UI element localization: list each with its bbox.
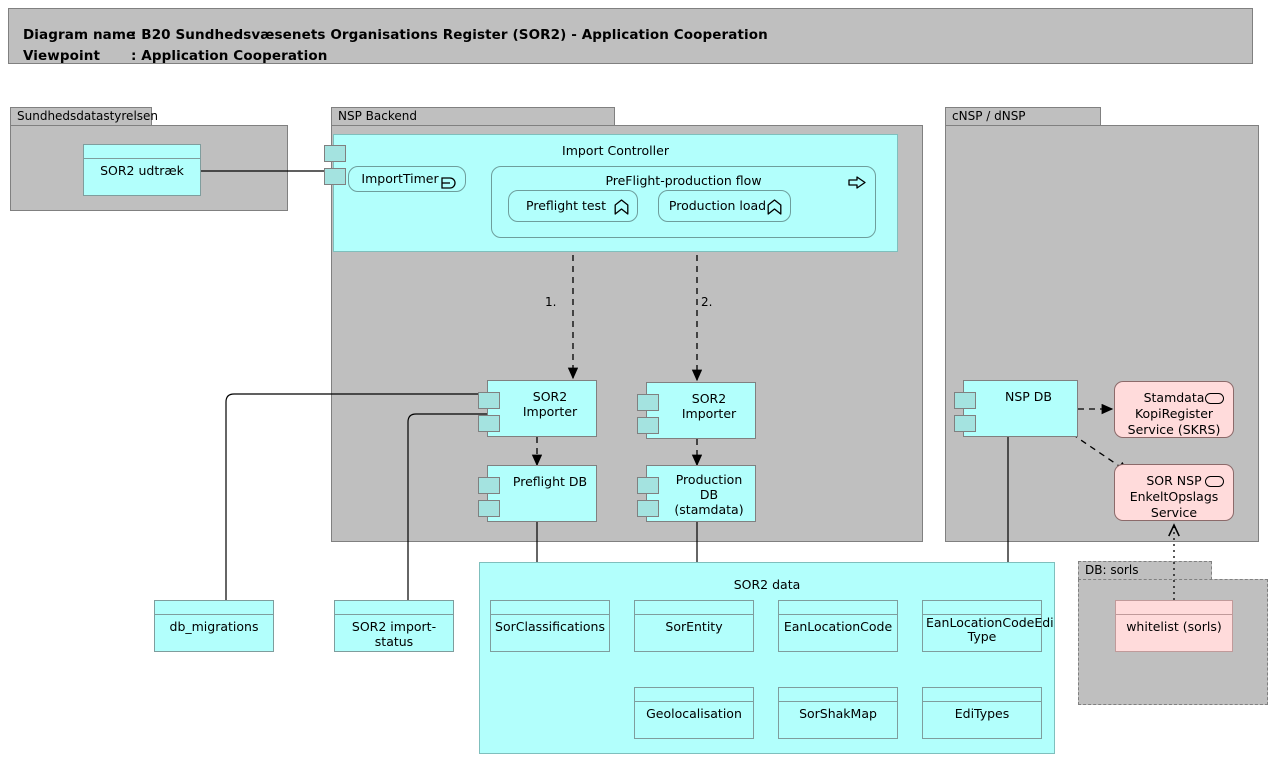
application-service-skrs[interactable]: Stamdata KopiRegister Service (SKRS) — [1114, 381, 1234, 438]
production-load-label: Production load — [668, 198, 767, 213]
group-label-cnsp-dnsp: cNSP / dNSP — [945, 107, 1101, 126]
port-importer1-2 — [478, 415, 500, 432]
application-process-icon — [848, 174, 866, 193]
sor2-data-title: SOR2 data — [733, 577, 801, 592]
skrs-line3: Service (SKRS) — [1127, 422, 1221, 437]
entity-header-band-geolocalisation — [635, 688, 753, 702]
preflight-production-flow-title: PreFlight-production flow — [605, 173, 762, 188]
component-label-nsp-db: NSP DB — [1005, 389, 1052, 404]
entity-label-db-migrations: db_migrations — [169, 619, 259, 634]
entity-eanlocationcode[interactable]: EanLocationCode — [778, 600, 898, 652]
component-label-preflight-db: Preflight DB — [512, 474, 588, 489]
viewpoint-value: : Application Cooperation — [131, 48, 328, 64]
diagram-name-line: Diagram name: B20 Sundhedsvæsenets Organ… — [23, 27, 768, 43]
port-preflightdb-1 — [478, 477, 500, 494]
port-preflightdb-2 — [478, 500, 500, 517]
component-label-sor2-importer-1: SOR2 Importer — [522, 389, 578, 419]
component-production-db[interactable]: Production DB (stamdata) — [637, 465, 756, 522]
entity-header-band-sorclassifications — [491, 601, 609, 615]
entity-label-eanlocationcodeeditype: EanLocationCodeEdi Type — [926, 615, 1054, 644]
entity-label-whitelist: whitelist (sorls) — [1126, 619, 1222, 634]
viewpoint-key: Viewpoint — [23, 48, 100, 64]
port-importer2-2 — [637, 417, 659, 434]
entity-header-band — [84, 145, 200, 159]
component-label-production-db: Production DB (stamdata) — [669, 472, 749, 517]
port-importer2-1 — [637, 394, 659, 411]
entity-label-geolocalisation: Geolocalisation — [646, 706, 742, 721]
entity-label-sorshakmap: SorShakMap — [799, 706, 877, 721]
skrs-line2: KopiRegister — [1134, 406, 1214, 421]
entity-header-band-importstatus — [335, 601, 453, 615]
port-import-controller-2 — [324, 168, 346, 185]
flow-step-1-label: 1. — [545, 295, 557, 309]
port-productiondb-2 — [637, 500, 659, 517]
diagram-title-box: Diagram name: B20 Sundhedsvæsenets Organ… — [8, 8, 1253, 64]
component-preflight-db[interactable]: Preflight DB — [478, 465, 597, 522]
component-sor2-importer-2[interactable]: SOR2 Importer — [637, 382, 756, 439]
enkelt-line1: SOR NSP — [1146, 473, 1202, 488]
entity-header-band-sorshakmap — [779, 688, 897, 702]
preflight-test-label: Preflight test — [526, 198, 606, 213]
application-service-label-skrs: Stamdata KopiRegister Service (SKRS) — [1121, 390, 1227, 438]
port-importer1-1 — [478, 392, 500, 409]
port-nspdb-2 — [954, 415, 976, 432]
entity-label-editypes: EdiTypes — [954, 706, 1010, 721]
entity-header-band-sorentity — [635, 601, 753, 615]
entity-header-band-editypes — [923, 688, 1041, 702]
skrs-line1: Stamdata — [1143, 390, 1205, 405]
diagram-name-key: Diagram name — [23, 27, 136, 43]
viewpoint-line: Viewpoint : Application Cooperation — [23, 48, 327, 64]
entity-sorclassifications[interactable]: SorClassifications — [490, 600, 610, 652]
component-label-production-db-line1: Production DB — [675, 472, 743, 502]
enkelt-line3: Service — [1150, 505, 1198, 520]
entity-header-band-whitelist — [1116, 601, 1232, 615]
entity-editypes[interactable]: EdiTypes — [922, 687, 1042, 739]
import-timer-label: ImportTimer — [361, 171, 439, 186]
ean-edi-line1: EanLocationCodeEdi — [926, 615, 1054, 630]
application-event-icon — [441, 174, 457, 193]
component-label-production-db-line2: (stamdata) — [674, 502, 744, 517]
component-sor2-importer-1[interactable]: SOR2 Importer — [478, 380, 597, 437]
group-label-nsp-backend: NSP Backend — [331, 107, 615, 126]
entity-sorentity[interactable]: SorEntity — [634, 600, 754, 652]
application-service-icon-enkeltopslags — [1205, 476, 1224, 487]
entity-label-eanlocationcode: EanLocationCode — [783, 619, 893, 634]
entity-db-migrations[interactable]: db_migrations — [154, 600, 274, 652]
entity-label-sor2-import-status: SOR2 import-status — [351, 619, 437, 649]
entity-header-band-dbmigrations — [155, 601, 273, 615]
import-controller-title: Import Controller — [562, 143, 669, 158]
application-service-enkeltopslags[interactable]: SOR NSP EnkeltOpslags Service — [1114, 464, 1234, 521]
component-nsp-db[interactable]: NSP DB — [954, 380, 1078, 437]
application-function-preflight-test[interactable]: Preflight test — [508, 190, 638, 222]
entity-sorshakmap[interactable]: SorShakMap — [778, 687, 898, 739]
group-label-sundhedsdatastyrelsen: Sundhedsdatastyrelsen — [10, 107, 158, 126]
entity-eanlocationcodeeditype[interactable]: EanLocationCodeEdi Type — [922, 600, 1054, 652]
application-service-label-enkeltopslags: SOR NSP EnkeltOpslags Service — [1121, 473, 1227, 521]
diagram-name-value: : B20 Sundhedsvæsenets Organisations Reg… — [131, 27, 768, 43]
application-function-icon-production — [767, 199, 782, 219]
entity-whitelist-sorls[interactable]: whitelist (sorls) — [1115, 600, 1233, 652]
entity-header-band-eanlocationcode — [779, 601, 897, 615]
flow-step-2-label: 2. — [701, 295, 713, 309]
port-import-controller-1 — [324, 145, 346, 162]
entity-geolocalisation[interactable]: Geolocalisation — [634, 687, 754, 739]
entity-sor2-udtraek[interactable]: SOR2 udtræk — [83, 144, 201, 196]
entity-header-band-eanlocationcodeeditype — [923, 601, 1041, 615]
entity-label-sorentity: SorEntity — [665, 619, 723, 634]
port-nspdb-1 — [954, 392, 976, 409]
entity-label-sor2-udtraek: SOR2 udtræk — [100, 163, 184, 178]
port-productiondb-1 — [637, 477, 659, 494]
entity-label-sorclassifications: SorClassifications — [495, 619, 605, 634]
ean-edi-line2: Type — [967, 629, 997, 644]
application-service-icon-skrs — [1205, 393, 1224, 404]
enkelt-line2: EnkeltOpslags — [1129, 489, 1219, 504]
component-label-sor2-importer-2: SOR2 Importer — [681, 391, 737, 421]
application-function-icon-preflight — [614, 199, 629, 219]
application-event-import-timer[interactable]: ImportTimer — [348, 166, 466, 192]
entity-sor2-import-status[interactable]: SOR2 import-status — [334, 600, 454, 652]
application-function-production-load[interactable]: Production load — [658, 190, 791, 222]
group-label-db-sorls: DB: sorls — [1078, 561, 1212, 580]
